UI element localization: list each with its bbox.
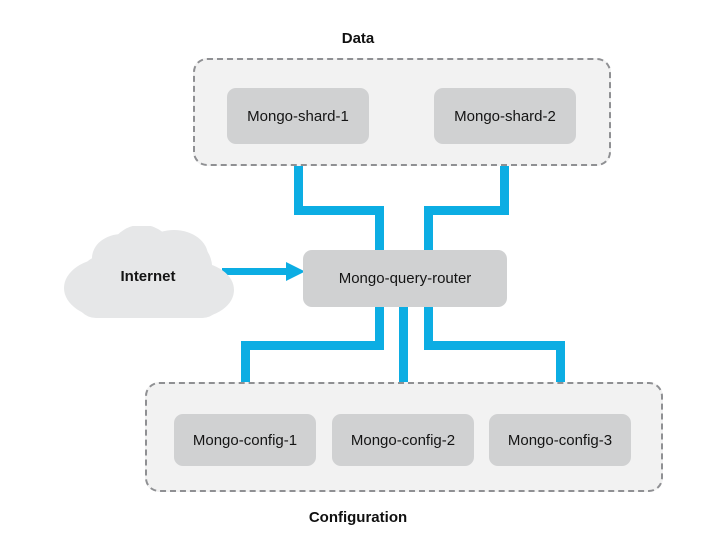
group-configuration-label: Configuration	[308, 509, 408, 526]
node-mongo-query-router[interactable]: Mongo-query-router	[303, 250, 507, 307]
node-mongo-config-3[interactable]: Mongo-config-3	[489, 414, 631, 466]
node-mongo-shard-2[interactable]: Mongo-shard-2	[434, 88, 576, 144]
node-internet-label: Internet	[120, 267, 176, 285]
node-mongo-shard-1-label: Mongo-shard-1	[247, 107, 349, 125]
group-data-label: Data	[341, 30, 375, 47]
node-mongo-query-router-label: Mongo-query-router	[338, 270, 472, 287]
node-internet[interactable]: Internet	[62, 226, 234, 318]
edge-router-config-3	[424, 305, 565, 418]
edge-router-config-1	[241, 305, 384, 418]
cloud-icon	[64, 226, 234, 318]
edge-router-shard-2	[424, 140, 509, 252]
node-mongo-config-2-label: Mongo-config-2	[350, 431, 456, 449]
node-mongo-shard-2-label: Mongo-shard-2	[454, 107, 556, 125]
node-mongo-shard-1[interactable]: Mongo-shard-1	[227, 88, 369, 144]
edge-router-shard-1	[294, 140, 384, 252]
node-mongo-config-1-label: Mongo-config-1	[192, 431, 298, 449]
node-mongo-config-3-label: Mongo-config-3	[507, 431, 613, 449]
node-mongo-config-2[interactable]: Mongo-config-2	[332, 414, 474, 466]
edge-internet-router	[222, 262, 305, 281]
node-mongo-config-1[interactable]: Mongo-config-1	[174, 414, 316, 466]
